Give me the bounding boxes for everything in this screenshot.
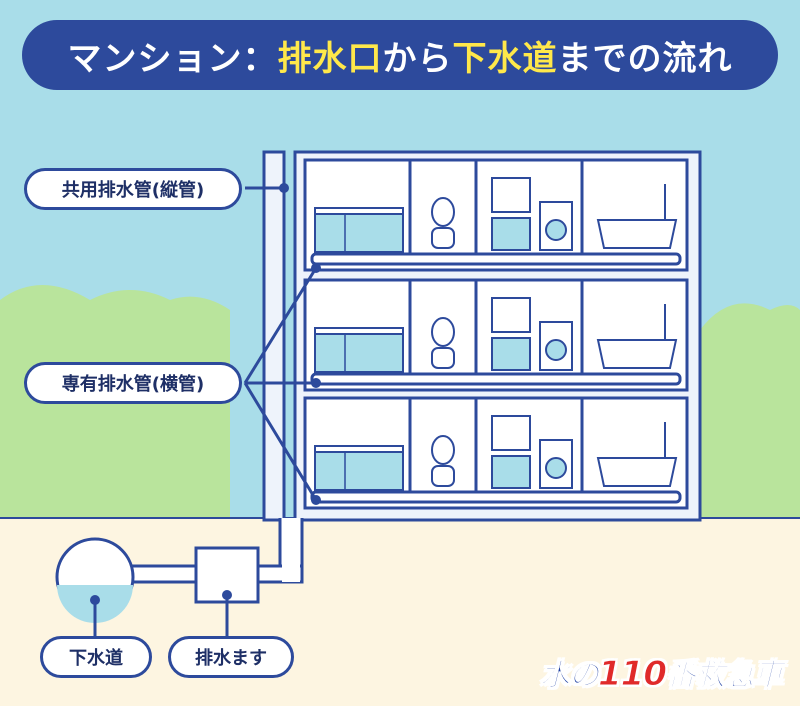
title-suffix: までの流れ bbox=[557, 38, 733, 79]
brand-logo: 水の110番救急車 bbox=[540, 654, 784, 695]
right-hills bbox=[700, 303, 800, 520]
title-highlight-sewer: 下水道 bbox=[452, 38, 558, 79]
bathtub bbox=[596, 457, 678, 487]
toilet bbox=[431, 317, 455, 347]
washbasin-cabinet bbox=[491, 337, 531, 371]
washbasin-mirror bbox=[491, 415, 531, 451]
label-horizontal-pipe: 専有排水管(横管) bbox=[24, 362, 242, 404]
label-vertical-pipe: 共用排水管(縦管) bbox=[24, 168, 242, 210]
title-highlight-drain: 排水口 bbox=[277, 38, 383, 79]
kitchen-counter bbox=[314, 211, 404, 253]
horizontal-pipe-leader-3 bbox=[243, 382, 318, 501]
kitchen-counter bbox=[314, 449, 404, 491]
toilet bbox=[431, 197, 455, 227]
floor-drain-pipe bbox=[310, 372, 682, 386]
washbasin-mirror bbox=[491, 177, 531, 213]
label-sewer: 下水道 bbox=[40, 636, 152, 678]
toilet bbox=[431, 435, 455, 465]
floor-drain-pipe bbox=[310, 252, 682, 266]
bathtub bbox=[596, 219, 678, 249]
title-prefix: マンション： bbox=[67, 38, 278, 79]
down-pipe-fill bbox=[282, 520, 300, 582]
floor-drain-pipe bbox=[310, 490, 682, 504]
washbasin-cabinet bbox=[491, 455, 531, 489]
kitchen-counter bbox=[314, 331, 404, 373]
label-drain-box: 排水ます bbox=[168, 636, 294, 678]
title-middle: から bbox=[382, 38, 453, 79]
washbasin-mirror bbox=[491, 297, 531, 333]
washbasin-cabinet bbox=[491, 217, 531, 251]
horizontal-pipe-leader-1 bbox=[243, 267, 318, 384]
title-banner: マンション：排水口から下水道までの流れ bbox=[22, 20, 778, 90]
bathtub bbox=[596, 339, 678, 369]
